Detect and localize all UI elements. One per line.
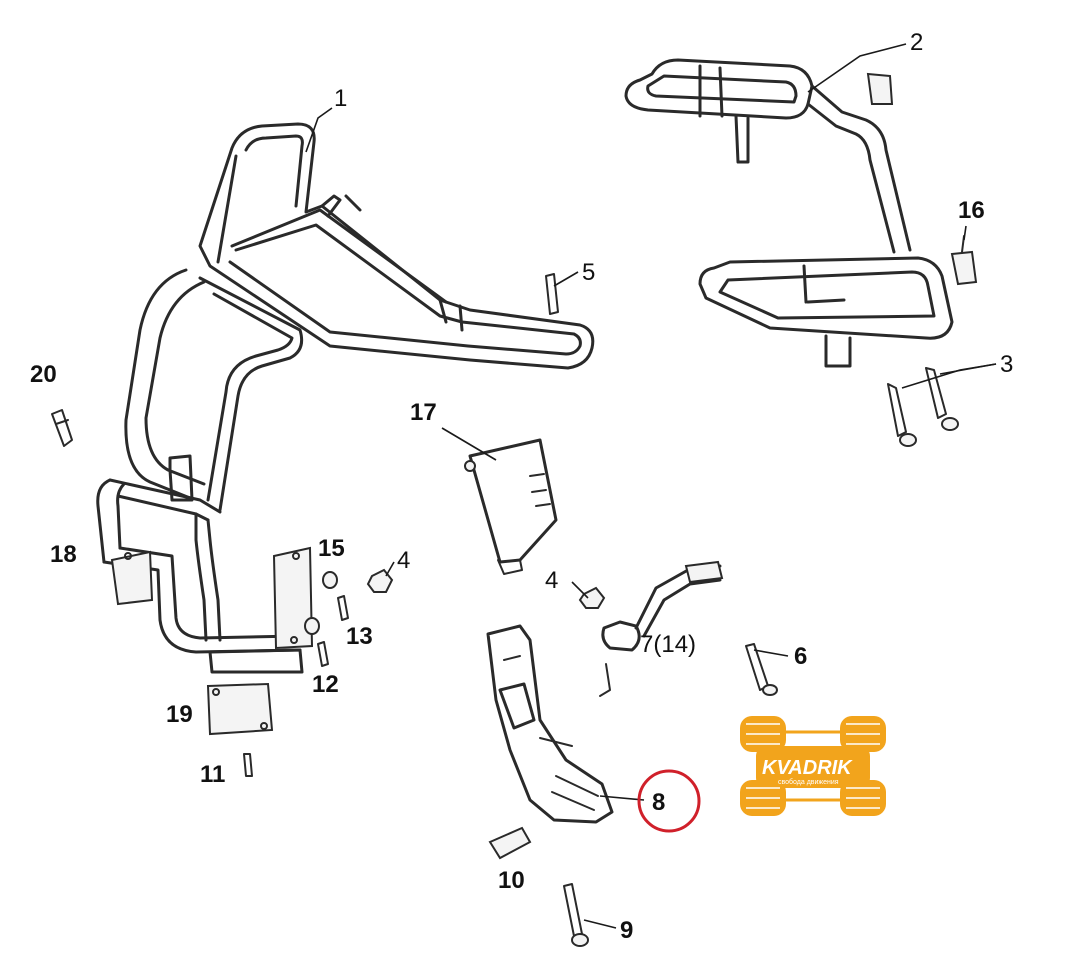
logo-tagline: свобода движения: [778, 778, 839, 786]
callout-8: 8: [652, 789, 665, 816]
part-17-plate: [464, 438, 558, 575]
part-12-bolt: [317, 641, 329, 667]
atv-tires-icon: [740, 716, 886, 816]
callout-4a: 4: [397, 547, 410, 574]
part-1-front-rack: [124, 122, 595, 512]
callout-9: 9: [620, 917, 633, 944]
part-2-rear-rack: [624, 58, 954, 368]
callout-17: 17: [410, 399, 437, 426]
part-16-clip: [950, 235, 978, 286]
callout-7: 7(14): [640, 631, 696, 658]
part-5-bolt: [545, 273, 559, 315]
callout-4b: 4: [545, 567, 558, 594]
part-3-bolts: [887, 367, 959, 447]
callout-11: 11: [200, 761, 225, 788]
part-13-bolt: [337, 595, 349, 621]
callout-10: 10: [498, 867, 525, 894]
part-9-bolt: [563, 883, 589, 947]
part-4-nut-b: [578, 586, 606, 609]
callout-15: 15: [318, 535, 345, 562]
part-8-bracket: [486, 624, 614, 824]
kvadrik-logo: KVADRIK свобода движения: [740, 716, 886, 816]
callout-19: 19: [166, 701, 193, 728]
part-18-front-bumper: [96, 478, 314, 674]
callout-20: 20: [30, 361, 57, 388]
callout-13: 13: [346, 623, 373, 650]
logo-brand: KVADRIK: [762, 757, 853, 779]
part-6-bolt: [745, 643, 778, 696]
part-11-screw: [243, 753, 253, 777]
callout-labels: 1 2 3 4 4 5 6 7(14) 8 9 10 11 12 13 15 1…: [30, 29, 1013, 944]
part-20-clip: [51, 409, 73, 447]
callout-16: 16: [958, 197, 985, 224]
callout-5: 5: [582, 259, 595, 286]
callout-6: 6: [794, 643, 807, 670]
leader-lines: [305, 43, 997, 929]
part-10-bushing: [488, 826, 532, 860]
highlight-circle: [637, 769, 701, 833]
callout-1: 1: [334, 85, 347, 112]
part-15-nut: [304, 571, 338, 635]
part-7-mount: [599, 560, 724, 697]
callout-12: 12: [312, 671, 339, 698]
callout-3: 3: [1000, 351, 1013, 378]
part-19-plate: [206, 682, 274, 736]
callout-18: 18: [50, 541, 77, 568]
callout-2: 2: [910, 29, 923, 56]
